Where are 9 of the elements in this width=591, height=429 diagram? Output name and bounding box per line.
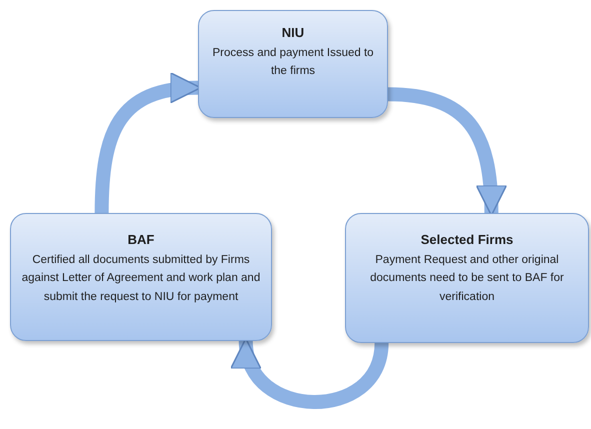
box-description: Payment Request and other original documents need to be sent to BAF for verification xyxy=(369,253,565,305)
box-description: Certified all documents submitted by Firms against Letter of Agreement and work plan and submit the request to NIU for payment xyxy=(21,253,261,305)
box-heading: BAF xyxy=(128,232,154,247)
box-description: Process and payment Issued to the firms xyxy=(211,46,375,80)
process-box xyxy=(345,213,589,343)
process-box xyxy=(198,10,388,118)
box-heading: Selected Firms xyxy=(420,232,514,247)
box-heading: NIU xyxy=(282,25,304,40)
process-box xyxy=(10,213,272,341)
